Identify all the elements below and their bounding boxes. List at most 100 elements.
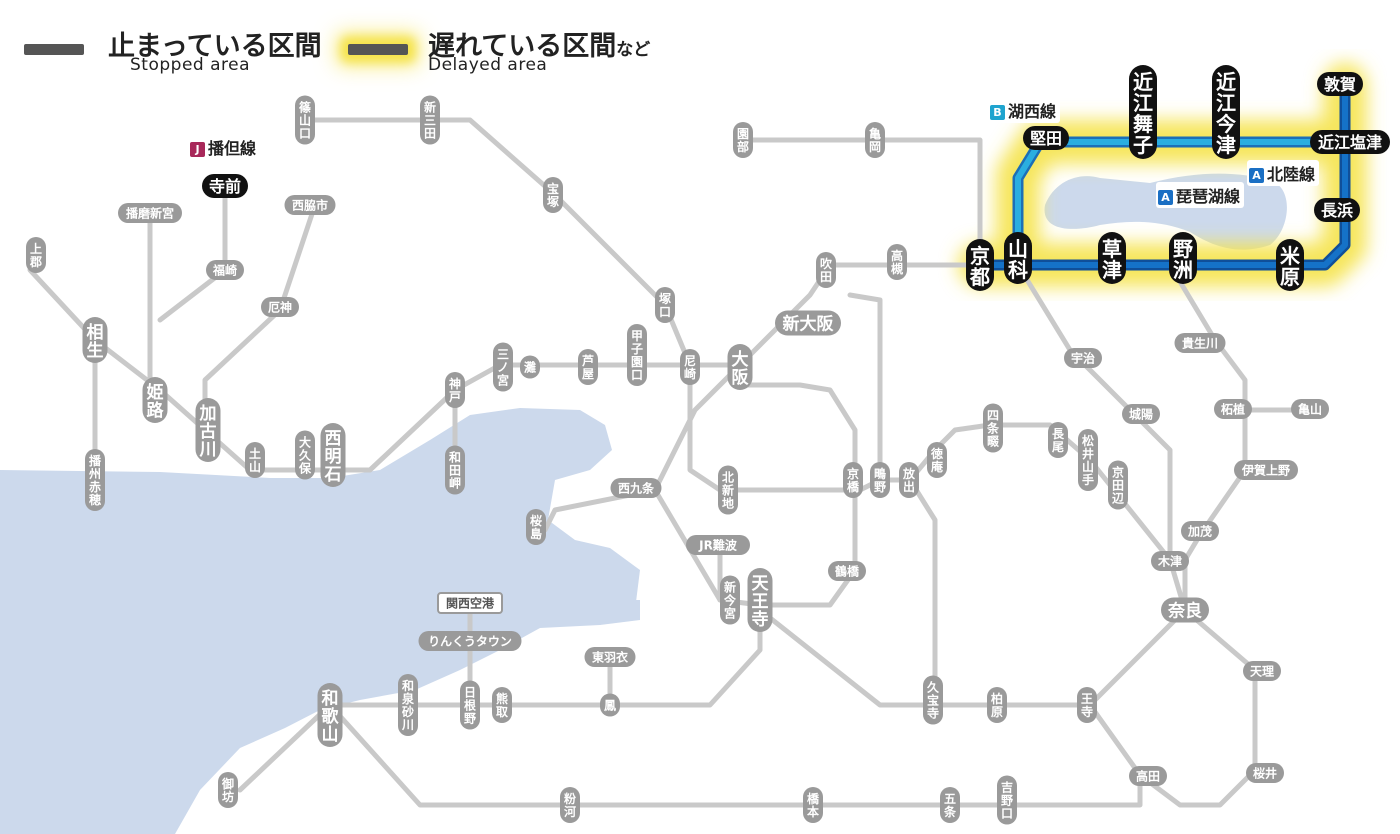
station-kitashinchi[interactable]: 北新地 — [718, 465, 738, 515]
station-pill — [1078, 429, 1098, 491]
station-fukusaki[interactable]: 福崎 — [206, 260, 244, 280]
station-rinku[interactable]: りんくうタウン — [418, 631, 522, 651]
station-nada[interactable]: 灘 — [520, 355, 540, 379]
station-kobe[interactable]: 神戸 — [445, 372, 465, 408]
station-tsuge[interactable]: 柘植 — [1214, 399, 1252, 419]
station-pill — [870, 462, 890, 498]
station-takatsuki[interactable]: 高槻 — [887, 244, 907, 280]
station-yasu[interactable]: 野洲 — [1169, 232, 1197, 284]
station-sonobe[interactable]: 園部 — [733, 122, 753, 158]
station-tsukaguchi[interactable]: 塚口 — [655, 287, 675, 323]
station-wakayama[interactable]: 和歌山 — [317, 683, 343, 747]
station-hashimoto[interactable]: 橋本 — [803, 787, 823, 823]
station-osaka[interactable]: 大阪 — [727, 344, 753, 390]
station-igaueno[interactable]: 伊賀上野 — [1234, 460, 1298, 480]
station-kusatsu[interactable]: 草津 — [1098, 232, 1126, 284]
station-kakogawa[interactable]: 加古川 — [195, 398, 221, 462]
station-sakurajima[interactable]: 桜島 — [526, 509, 546, 545]
station-tsurumachi[interactable]: 鶴橋 — [828, 561, 866, 581]
station-name-char: 宮 — [724, 606, 736, 621]
station-kumatori[interactable]: 熊取 — [492, 687, 512, 723]
station-name-char: ノ — [497, 361, 509, 375]
station-harimashingu[interactable]: 播磨新宮 — [118, 203, 182, 223]
station-tennoji[interactable]: 天王寺 — [747, 568, 773, 632]
station-shinimamiya[interactable]: 新今宮 — [720, 575, 740, 625]
station-wadamisaki[interactable]: 和田岬 — [445, 445, 465, 495]
station-kashiwara[interactable]: 柏原 — [987, 687, 1007, 723]
station-otori[interactable]: 鳳 — [600, 693, 620, 717]
station-nagao[interactable]: 長尾 — [1048, 422, 1068, 458]
station-kokawa[interactable]: 粉河 — [560, 787, 580, 823]
station-kyobashi[interactable]: 京橋 — [843, 462, 863, 498]
station-shinosaka[interactable]: 新大阪 — [775, 310, 841, 336]
station-uji[interactable]: 宇治 — [1064, 348, 1102, 368]
station-jrnamba[interactable]: JR難波 — [686, 535, 750, 555]
station-suita[interactable]: 吹田 — [816, 252, 836, 288]
station-tokuan[interactable]: 徳庵 — [927, 442, 947, 478]
station-omishiotsu[interactable]: 近江塩津 — [1310, 130, 1390, 154]
station-gojo[interactable]: 五条 — [940, 787, 960, 823]
station-kamigori[interactable]: 上郡 — [26, 237, 46, 273]
station-sannomiya[interactable]: 三ノ宮 — [493, 342, 513, 392]
station-nishiakashi[interactable]: 西明石 — [320, 423, 346, 487]
station-hineno[interactable]: 日根野 — [460, 680, 480, 730]
station-tsuruga[interactable]: 敦賀 — [1317, 72, 1363, 96]
station-amagasaki[interactable]: 尼崎 — [680, 349, 700, 385]
station-nishiwakishi[interactable]: 西脇市 — [284, 195, 336, 215]
station-nishikujo[interactable]: 西九条 — [610, 478, 662, 498]
station-kameoka[interactable]: 亀岡 — [865, 122, 885, 158]
station-name-char: 山 — [1008, 237, 1028, 261]
station-kamo[interactable]: 加茂 — [1181, 521, 1219, 541]
station-kansaiairport[interactable]: 関西空港 — [437, 592, 503, 614]
station-kameyama_top[interactable]: 篠山口 — [295, 95, 315, 145]
station-shijonawate[interactable]: 四条畷 — [983, 403, 1003, 453]
station-yakujin[interactable]: 厄神 — [261, 297, 299, 317]
station-sakurai[interactable]: 桜井 — [1246, 763, 1284, 783]
station-yoshinoguchi[interactable]: 吉野口 — [997, 775, 1017, 825]
station-katata[interactable]: 堅田 — [1023, 126, 1069, 150]
station-name-char: 島 — [530, 526, 542, 541]
station-teramae[interactable]: 寺前 — [202, 174, 248, 198]
station-shigino[interactable]: 鴫野 — [870, 462, 890, 498]
station-pill — [1169, 232, 1197, 284]
station-oji[interactable]: 王寺 — [1077, 687, 1097, 723]
station-name-char: 根 — [464, 698, 476, 713]
station-gobo[interactable]: 御坊 — [218, 772, 238, 808]
station-yamashina[interactable]: 山科 — [1004, 232, 1032, 284]
station-shinsanda[interactable]: 新三田 — [420, 95, 440, 145]
station-joyo[interactable]: 城陽 — [1122, 404, 1160, 424]
station-dobashi[interactable]: 土山 — [245, 442, 265, 478]
station-takada[interactable]: 高田 — [1129, 766, 1167, 786]
station-kyotanabe[interactable]: 京田辺 — [1108, 460, 1128, 510]
station-ashiya[interactable]: 芦屋 — [578, 349, 598, 385]
station-name: 寺前 — [209, 177, 241, 196]
station-kyoto[interactable]: 京都 — [966, 239, 994, 291]
station-tenri[interactable]: 天理 — [1243, 661, 1281, 681]
station-okubo[interactable]: 大久保 — [295, 430, 315, 480]
station-kibukawa[interactable]: 貴生川 — [1174, 333, 1226, 353]
station-aioi[interactable]: 相生 — [82, 317, 108, 363]
station-takarazuka[interactable]: 宝塚 — [543, 177, 563, 213]
station-maibara[interactable]: 米原 — [1276, 239, 1304, 291]
station-kameyama[interactable]: 亀山 — [1291, 399, 1329, 419]
station-kizu[interactable]: 木津 — [1151, 551, 1189, 571]
station-name-char: 山 — [299, 113, 311, 128]
station-himeji[interactable]: 姫路 — [142, 377, 168, 423]
station-higashihagoromo[interactable]: 東羽衣 — [584, 647, 636, 667]
station-nagahama[interactable]: 長浜 — [1314, 198, 1360, 222]
station-pill — [1212, 65, 1240, 159]
station-nara[interactable]: 奈良 — [1161, 597, 1209, 623]
station-kyuhoji[interactable]: 久宝寺 — [923, 675, 943, 725]
station-name-char: 原 — [1280, 265, 1300, 289]
station-hanaten[interactable]: 放出 — [899, 462, 919, 498]
